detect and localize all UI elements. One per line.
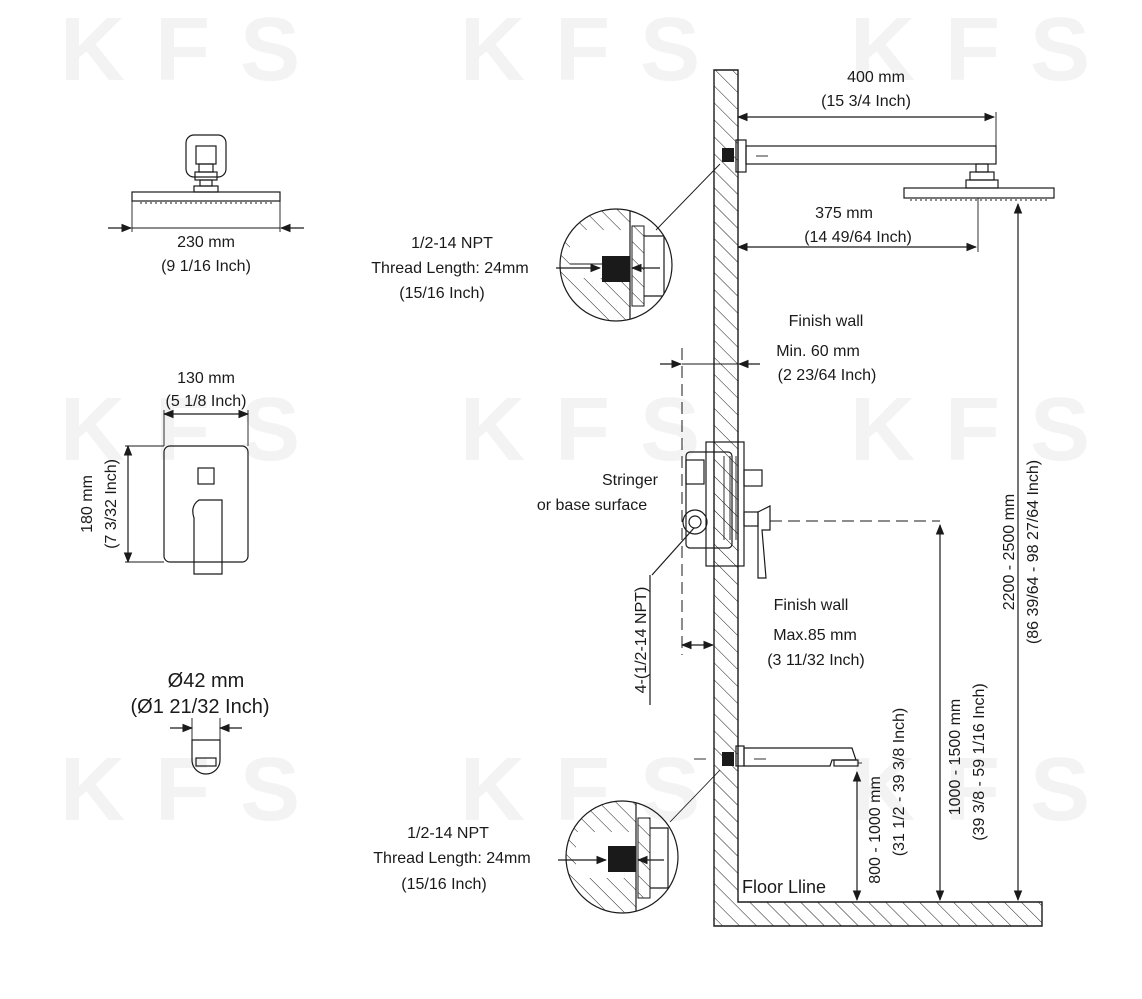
min-depth-mm: Min. 60 mm: [776, 343, 860, 360]
head-diameter-mm: 230 mm: [177, 234, 235, 251]
npt-inlets-label: 4-(1/2-14 NPT): [633, 587, 650, 694]
valve-height-inch: (39 3/8 - 59 1/16 Inch): [971, 683, 988, 840]
height-dimensions: [852, 202, 1023, 902]
npt-top-thread-inch: (15/16 Inch): [399, 285, 484, 302]
head-height-mm: 2200 - 2500 mm: [1001, 494, 1018, 611]
finish-wall-bottom-label: Finish wall: [774, 597, 849, 614]
npt-bottom-thread-inch: (15/16 Inch): [401, 876, 486, 893]
handle-diameter-inch: (Ø1 21/32 Inch): [131, 696, 270, 718]
trim-plate-front-view: 130 mm (5 1/8 Inch) 180 mm (7 3/32 Inch): [79, 370, 250, 575]
valve-rough-in-body: [649, 348, 940, 705]
tub-spout-side-view: [694, 745, 862, 767]
head-height-inch: (86 39/64 - 98 27/64 Inch): [1025, 460, 1042, 644]
stringer-label: Stringer: [602, 472, 659, 489]
npt-bottom-thread-length: Thread Length: 24mm: [373, 850, 530, 867]
svg-text:KFS: KFS: [850, 0, 1120, 100]
wall-section: [713, 69, 1043, 927]
shower-arm-side-view: [722, 112, 1055, 252]
arm-width-mm: 400 mm: [847, 69, 905, 86]
spout-height-inch: (31 1/2 - 39 3/8 Inch): [891, 708, 908, 857]
base-surface-label: or base surface: [537, 497, 647, 514]
trim-height-inch: (7 3/32 Inch): [103, 459, 120, 549]
spout-height-mm: 800 - 1000 mm: [867, 776, 884, 884]
npt-top-size: 1/2-14 NPT: [411, 235, 493, 252]
svg-text:KFS: KFS: [850, 740, 1120, 840]
arm-projection-inch: (14 49/64 Inch): [804, 229, 912, 246]
svg-text:KFS: KFS: [60, 740, 330, 840]
handle-diameter-mm: Ø42 mm: [168, 670, 245, 692]
max-depth-mm: Max.85 mm: [773, 627, 857, 644]
trim-height-mm: 180 mm: [79, 475, 96, 533]
floor-line-label: Floor Lline: [742, 877, 826, 897]
svg-text:KFS: KFS: [60, 0, 330, 100]
valve-height-mm: 1000 - 1500 mm: [947, 699, 964, 816]
finish-wall-top-label: Finish wall: [789, 313, 864, 330]
trim-width-inch: (5 1/8 Inch): [166, 393, 247, 410]
npt-bottom-size: 1/2-14 NPT: [407, 825, 489, 842]
shower-head-front-view: 230 mm (9 1/16 Inch): [108, 134, 304, 275]
min-depth-inch: (2 23/64 Inch): [778, 367, 877, 384]
npt-top-thread-length: Thread Length: 24mm: [371, 260, 528, 277]
handle-detail: Ø42 mm (Ø1 21/32 Inch): [131, 670, 270, 775]
svg-text:KFS: KFS: [60, 380, 330, 480]
arm-width-inch: (15 3/4 Inch): [821, 93, 911, 110]
svg-text:KFS: KFS: [460, 0, 730, 100]
top-thread-detail: [556, 163, 721, 322]
head-diameter-inch: (9 1/16 Inch): [161, 258, 251, 275]
trim-width-mm: 130 mm: [177, 370, 235, 387]
max-depth-inch: (3 11/32 Inch): [767, 652, 865, 669]
svg-text:KFS: KFS: [460, 380, 730, 480]
arm-projection-mm: 375 mm: [815, 205, 873, 222]
svg-text:KFS: KFS: [850, 380, 1120, 480]
